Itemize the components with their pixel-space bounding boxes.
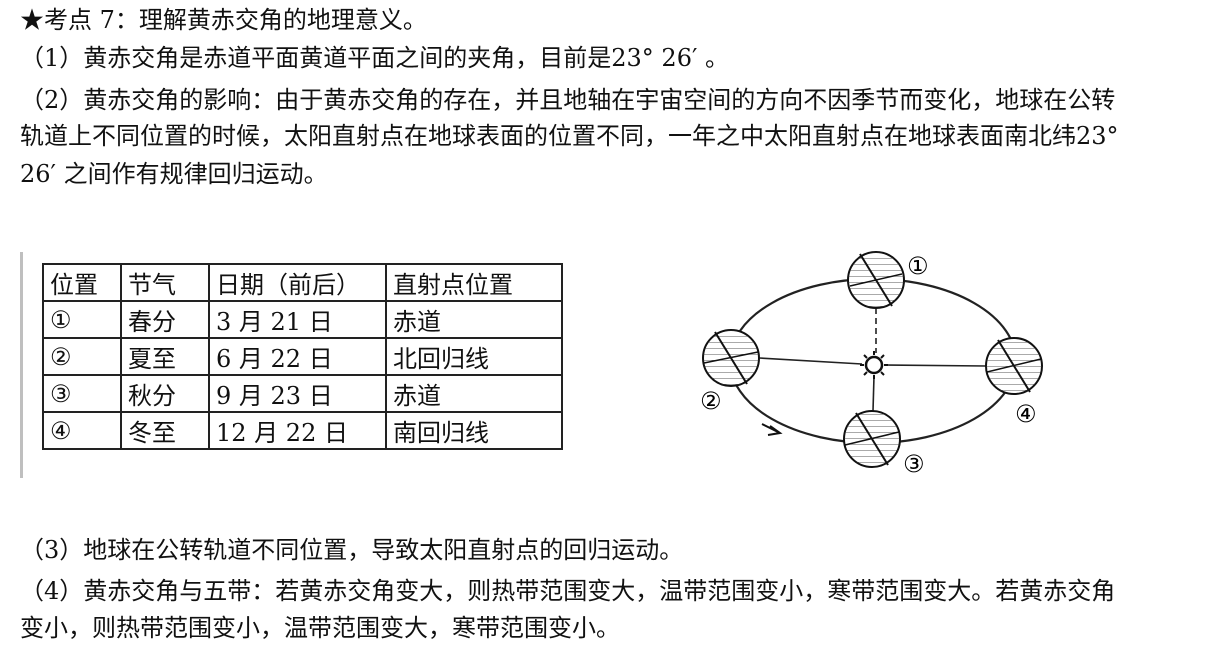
header-solar-term: 节气 bbox=[120, 263, 210, 302]
cell-position: ③ bbox=[42, 374, 122, 413]
cell-date: 12 月 22 日 bbox=[208, 411, 387, 450]
cell-solar-term: 冬至 bbox=[120, 411, 210, 450]
cell-date: 6 月 22 日 bbox=[208, 337, 387, 376]
solar-terms-table-panel: 位置 节气 日期（前后） 直射点位置 ① 春分 3 月 21 日 赤道 ② 夏至… bbox=[20, 252, 565, 478]
sun-icon bbox=[860, 351, 888, 379]
earth-position-2 bbox=[702, 329, 760, 387]
cell-date: 3 月 21 日 bbox=[208, 300, 387, 339]
label-3: ③ bbox=[903, 450, 925, 478]
table-header-row: 位置 节气 日期（前后） 直射点位置 bbox=[42, 263, 563, 302]
label-2: ② bbox=[700, 387, 722, 415]
solar-terms-table: 位置 节气 日期（前后） 直射点位置 ① 春分 3 月 21 日 赤道 ② 夏至… bbox=[42, 263, 563, 450]
table-row: ③ 秋分 9 月 23 日 赤道 bbox=[42, 374, 563, 413]
section-heading: ★考点 7：理解黄赤交角的地理意义。 bbox=[20, 6, 427, 34]
header-position: 位置 bbox=[42, 263, 122, 302]
paragraph-2-line-2: 轨道上不同位置的时候，太阳直射点在地球表面的位置不同，一年之中太阳直射点在地球表… bbox=[20, 122, 1119, 150]
cell-position: ② bbox=[42, 337, 122, 376]
cell-direct-point: 赤道 bbox=[385, 374, 563, 413]
cell-date: 9 月 23 日 bbox=[208, 374, 387, 413]
label-1: ① bbox=[907, 252, 929, 280]
header-date: 日期（前后） bbox=[208, 263, 387, 302]
earth-position-4 bbox=[985, 337, 1043, 395]
line-sun-to-3 bbox=[872, 375, 875, 412]
arrow-head-icon bbox=[767, 425, 783, 436]
paragraph-4-line-1: （4）黄赤交角与五带：若黄赤交角变大，则热带范围变大，温带范围变小，寒带范围变大… bbox=[20, 577, 1116, 605]
paragraph-2-line-1: （2）黄赤交角的影响：由于黄赤交角的存在，并且地轴在宇宙空间的方向不因季节而变化… bbox=[20, 86, 1116, 114]
earth-position-1 bbox=[847, 251, 905, 309]
table-row: ① 春分 3 月 21 日 赤道 bbox=[42, 300, 563, 339]
table-row: ④ 冬至 12 月 22 日 南回归线 bbox=[42, 411, 563, 450]
table-row: ② 夏至 6 月 22 日 北回归线 bbox=[42, 337, 563, 376]
label-4: ④ bbox=[1015, 400, 1037, 428]
paragraph-1: （1）黄赤交角是赤道平面黄道平面之间的夹角，目前是23° 26′ 。 bbox=[20, 44, 730, 72]
cell-direct-point: 北回归线 bbox=[385, 337, 563, 376]
header-direct-point: 直射点位置 bbox=[385, 263, 563, 302]
cell-solar-term: 秋分 bbox=[120, 374, 210, 413]
paragraph-4-line-2: 变小，则热带范围变小，温带范围变大，寒带范围变小。 bbox=[20, 614, 620, 642]
line-sun-to-4 bbox=[885, 364, 987, 367]
paragraph-3: （3）地球在公转轨道不同位置，导致太阳直射点的回归运动。 bbox=[20, 536, 684, 564]
cell-direct-point: 南回归线 bbox=[385, 411, 563, 450]
cell-solar-term: 春分 bbox=[120, 300, 210, 339]
earth-orbit-diagram: ① ② ③ ④ bbox=[700, 251, 1043, 478]
cell-solar-term: 夏至 bbox=[120, 337, 210, 376]
line-sun-to-2 bbox=[758, 357, 863, 365]
cell-direct-point: 赤道 bbox=[385, 300, 563, 339]
earth-position-3 bbox=[843, 410, 901, 468]
cell-position: ① bbox=[42, 300, 122, 339]
paragraph-2-line-3: 26′ 之间作有规律回归运动。 bbox=[20, 160, 328, 188]
cell-position: ④ bbox=[42, 411, 122, 450]
panel-left-border bbox=[20, 252, 23, 478]
